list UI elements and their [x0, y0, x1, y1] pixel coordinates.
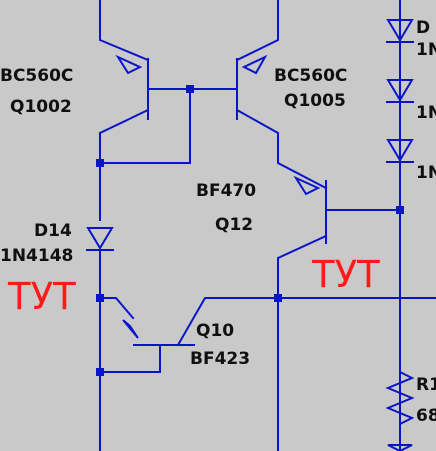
label-q12-model: BF470 — [196, 181, 256, 201]
junction-dot — [396, 206, 404, 214]
diode-stack-right — [386, 19, 414, 163]
wire-q1005-collector — [235, 0, 279, 62]
junctions — [96, 85, 404, 376]
junction-dot — [96, 159, 104, 167]
junction-dot — [274, 294, 282, 302]
wire-base-feedback — [99, 88, 191, 164]
transistor-q1002-symbol — [115, 54, 149, 120]
wire-q1002-emitter — [99, 108, 150, 221]
label-d14-model: 1N4148 — [0, 246, 73, 266]
label-q1005-ref: Q1005 — [284, 91, 346, 111]
transistor-q10-symbol — [122, 319, 195, 346]
label-q1002-model: BC560C — [0, 66, 73, 86]
label-q10-model: BF423 — [190, 349, 250, 369]
junction-dot — [96, 294, 104, 302]
transistor-q1005-symbol — [236, 54, 268, 120]
annotation-left: ТУТ — [7, 275, 76, 318]
junction-dot — [96, 368, 104, 376]
wire-q1005-emitter — [235, 108, 328, 190]
label-resistor-ref: R1 — [416, 375, 436, 395]
diode-bottom-right — [387, 444, 413, 451]
label-d14-ref: D14 — [34, 221, 72, 241]
diode-d14-symbol — [86, 227, 114, 251]
labels: BC560C Q1002 BC560C Q1005 BF470 Q12 Q10 … — [0, 18, 436, 426]
transistor-q12-symbol — [293, 175, 327, 244]
wires — [99, 0, 436, 451]
label-diode-right-model: 1N — [416, 40, 436, 60]
label-diode-right-ref: D — [416, 18, 430, 38]
wire-q10-base — [176, 297, 436, 347]
label-diode-right3-model: 1N — [416, 163, 436, 183]
label-q12-ref: Q12 — [215, 215, 253, 235]
label-diode-right2-model: 1N — [416, 103, 436, 123]
wire-q1002-collector — [99, 0, 150, 62]
junction-dot — [186, 85, 194, 93]
wire-q10-collector — [99, 297, 135, 320]
label-q1002-ref: Q1002 — [10, 97, 72, 117]
wire-q10-emitter — [99, 344, 161, 373]
label-resistor-value: 68 — [416, 406, 436, 426]
annotation-right: ТУТ — [311, 253, 380, 296]
wire-q12-collector — [277, 234, 328, 451]
label-q1005-model: BC560C — [274, 66, 347, 86]
label-q10-ref: Q10 — [196, 321, 234, 341]
resistor-r1-symbol — [385, 365, 415, 432]
